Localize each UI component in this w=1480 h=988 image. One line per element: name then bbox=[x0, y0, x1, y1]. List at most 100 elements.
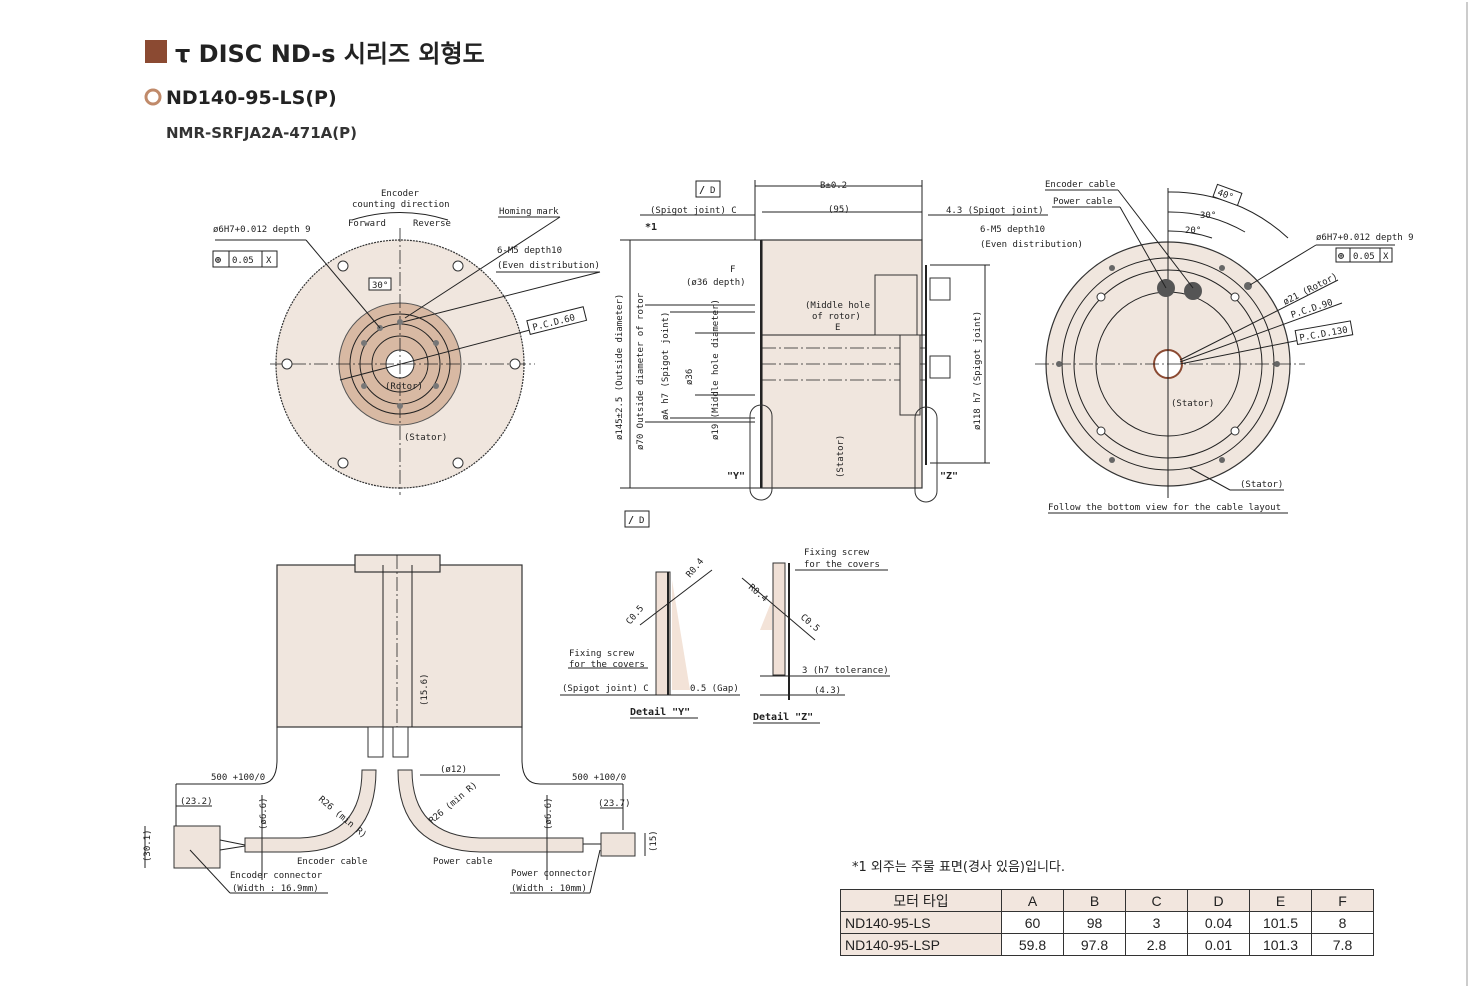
runout-symbol-icon: / bbox=[699, 185, 705, 196]
rear-position-symbol-icon: ⊕ bbox=[1338, 251, 1344, 262]
detail-z-for-covers: for the covers bbox=[804, 560, 880, 570]
bottom-encoder-cable-label: Encoder cable bbox=[297, 857, 367, 867]
table-row: ND140-95-LS 60 98 3 0.04 101.5 8 bbox=[840, 911, 1374, 934]
table-row: ND140-95-LSP 59.8 97.8 2.8 0.01 101.3 7.… bbox=[840, 933, 1374, 956]
power-cable-length: 500 +100/0 bbox=[572, 773, 626, 783]
cell-f: 8 bbox=[1311, 911, 1374, 934]
datum-d-bottom: D bbox=[639, 516, 644, 526]
bottom-view: 500 +100/0 500 +100/0 (23.2) (23.7) (30.… bbox=[143, 554, 659, 894]
rear-pin-label: ø6H7+0.012 depth 9 bbox=[1316, 233, 1414, 243]
power-bend-radius: R26 (min R) bbox=[428, 780, 480, 826]
cell-c: 3 bbox=[1125, 911, 1188, 934]
detail-z-radius: R0.4 bbox=[746, 583, 769, 605]
spigot-c-label: (Spigot joint) C bbox=[650, 206, 737, 216]
phi12-label: (ø12) bbox=[440, 765, 467, 775]
header-motor-type: 모터 타입 bbox=[840, 889, 1002, 912]
power-connector-length: (23.7) bbox=[598, 799, 631, 809]
runout-symbol-icon: / bbox=[628, 515, 634, 526]
spec-table: 모터 타입 A B C D E F ND140-95-LS 60 98 3 0.… bbox=[840, 889, 1374, 956]
detail-y-gap: 0.5 (Gap) bbox=[690, 684, 739, 694]
encoder-connector-height: (30.1) bbox=[143, 829, 153, 862]
angle-30: 30° bbox=[1200, 211, 1216, 221]
of-rotor-label: of rotor) bbox=[812, 312, 861, 322]
header-b: B bbox=[1063, 889, 1126, 912]
forward-label: Forward bbox=[348, 219, 386, 229]
even-distribution-label: (Even distribution) bbox=[497, 261, 600, 271]
spigot-43-label: 4.3 (Spigot joint) bbox=[946, 206, 1044, 216]
f-label: F bbox=[730, 265, 735, 275]
detail-z-chamfer: C0.5 bbox=[798, 613, 821, 635]
detail-y-for-covers: for the covers bbox=[569, 660, 645, 670]
detail-y-fixing-screw: Fixing screw bbox=[569, 649, 635, 659]
page-title: τ DISC ND-s 시리즈 외형도 bbox=[175, 40, 485, 68]
rotor-outside-diameter: ø70 Outside diameter of rotor bbox=[636, 292, 646, 450]
phi36-depth: (ø36 depth) bbox=[686, 278, 746, 288]
encoder-connector-width: (Width : 16.9mm) bbox=[232, 884, 319, 894]
rear-view: Encoder cable Power cable 40° 30° 20° ø6… bbox=[1035, 180, 1414, 514]
detail-y-marker: "Y" bbox=[727, 471, 745, 482]
header-f: F bbox=[1311, 889, 1374, 912]
header-c: C bbox=[1125, 889, 1188, 912]
encoder-cable-length: 500 +100/0 bbox=[211, 773, 265, 783]
detail-z-title: Detail "Z" bbox=[753, 711, 813, 723]
detail-y: C0.5 R0.4 Fixing screw for the covers (S… bbox=[560, 557, 740, 719]
cable-layout-note: Follow the bottom view for the cable lay… bbox=[1048, 503, 1281, 513]
detail-z: R0.4 C0.5 Fixing screw for the covers 3 … bbox=[741, 548, 890, 724]
outside-diameter: ø145±2.5 (Outside diameter) bbox=[615, 294, 625, 440]
encoder-connector-label: Encoder connector bbox=[230, 871, 323, 881]
detail-z-fixing-screw: Fixing screw bbox=[804, 548, 870, 558]
detail-y-spigot: (Spigot joint) C bbox=[562, 684, 649, 694]
counting-direction-label: counting direction bbox=[352, 200, 450, 210]
cell-d: 0.01 bbox=[1187, 933, 1250, 956]
side-view: B±0.2 (95) (Spigot joint) C 4.3 (Spigot … bbox=[615, 180, 1083, 528]
homing-mark-label: Homing mark bbox=[499, 207, 559, 217]
table-header-row: 모터 타입 A B C D E F bbox=[840, 889, 1374, 912]
cell-e: 101.5 bbox=[1249, 911, 1312, 934]
side-even-label: (Even distribution) bbox=[980, 240, 1083, 250]
power-cable-diameter: (ø6.6) bbox=[544, 797, 554, 830]
driver-model: NMR-SRFJA2A-471A(P) bbox=[166, 124, 357, 142]
header-e: E bbox=[1249, 889, 1312, 912]
dim-15-6: (15.6) bbox=[420, 673, 430, 706]
position-symbol-icon: ⊕ bbox=[215, 255, 221, 266]
rear-encoder-cable-label: Encoder cable bbox=[1045, 180, 1115, 190]
datum-d-top: D bbox=[710, 186, 715, 196]
tolerance-value: 0.05 bbox=[232, 256, 254, 266]
length-95: (95) bbox=[828, 205, 850, 215]
cell-a: 59.8 bbox=[1001, 933, 1064, 956]
tap-label: 6-M5 depth10 bbox=[497, 246, 562, 256]
front-view: Encoder counting direction Forward Rever… bbox=[212, 189, 601, 495]
rear-stator-label-2: (Stator) bbox=[1240, 480, 1283, 490]
b-dimension: B±0.2 bbox=[820, 181, 847, 191]
reverse-label: Reverse bbox=[413, 219, 451, 229]
model-title: ND140-95-LS(P) bbox=[166, 87, 337, 109]
bullet-ring-icon bbox=[144, 88, 162, 106]
cell-model: ND140-95-LSP bbox=[840, 933, 1002, 956]
phi36-diameter: ø36 bbox=[685, 369, 695, 385]
e-label: E bbox=[835, 323, 840, 333]
pin-hole-label: ø6H7+0.012 depth 9 bbox=[213, 225, 311, 235]
power-connector-label: Power connector bbox=[511, 869, 593, 879]
side-tap-label: 6-M5 depth10 bbox=[980, 225, 1045, 235]
power-connector-width: (Width : 10mm) bbox=[511, 884, 587, 894]
detail-z-h7: 3 (h7 tolerance) bbox=[802, 666, 889, 676]
rotor-label: (Rotor) bbox=[385, 382, 423, 392]
header-d: D bbox=[1187, 889, 1250, 912]
middle-hole-label: (Middle hole bbox=[805, 301, 870, 311]
encoder-direction-label: Encoder bbox=[381, 189, 420, 199]
cell-b: 97.8 bbox=[1063, 933, 1126, 956]
angle-label: 30° bbox=[372, 281, 388, 291]
cell-d: 0.04 bbox=[1187, 911, 1250, 934]
detail-z-4-3: (4.3) bbox=[814, 686, 841, 696]
cell-f: 7.8 bbox=[1311, 933, 1374, 956]
bottom-power-cable-label: Power cable bbox=[433, 857, 493, 867]
detail-y-title: Detail "Y" bbox=[630, 706, 690, 718]
rear-datum-x: X bbox=[1383, 252, 1389, 262]
note-ref: *1 bbox=[645, 222, 657, 233]
rear-tolerance: 0.05 bbox=[1353, 252, 1375, 262]
cell-a: 60 bbox=[1001, 911, 1064, 934]
stator-label: (Stator) bbox=[404, 433, 447, 443]
side-stator-label: (Stator) bbox=[836, 435, 846, 478]
